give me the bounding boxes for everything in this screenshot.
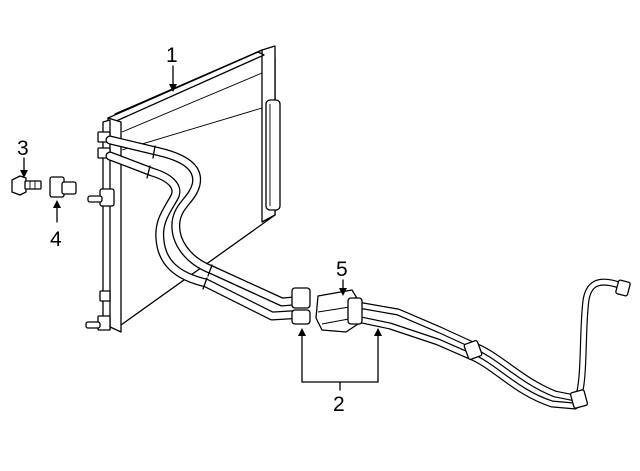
line-clip — [463, 340, 483, 360]
callout-leaders — [20, 65, 382, 391]
bolt-head — [11, 175, 27, 196]
quick-connector-right — [347, 297, 363, 325]
line-end-fitting-lower — [569, 389, 589, 409]
connector-block — [291, 287, 363, 333]
callout-4: 4 — [50, 228, 62, 251]
quick-connector-left-lower — [291, 309, 311, 325]
quick-connector-left — [291, 287, 311, 309]
bolt-shank — [24, 180, 42, 190]
callout-5: 5 — [336, 258, 348, 281]
cooler-receiver-drier — [265, 99, 281, 211]
cooler-mount-pin — [87, 195, 103, 203]
retainer-nut — [49, 176, 77, 198]
cooler-lower-pin — [85, 321, 101, 329]
line-end-fitting-upper — [615, 279, 631, 297]
cooler-lower-clip — [99, 290, 111, 302]
callout-3: 3 — [17, 137, 29, 160]
cooler-lines — [105, 135, 631, 410]
callout-2: 2 — [333, 393, 345, 416]
callout-1: 1 — [166, 44, 178, 67]
bolt — [11, 175, 42, 196]
retainer-tab — [61, 181, 77, 195]
